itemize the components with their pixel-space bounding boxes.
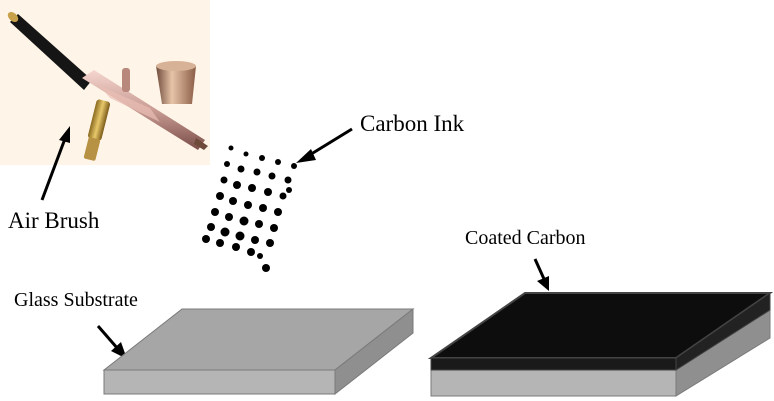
coated-carbon-slab xyxy=(427,292,774,397)
glass-substrate-label: Glass Substrate xyxy=(14,289,138,311)
air-brush-label: Air Brush xyxy=(8,208,100,233)
glass-substrate-slab xyxy=(102,307,415,396)
pointer-arrow-icon xyxy=(96,325,127,359)
carbon-ink-label: Carbon Ink xyxy=(360,111,465,136)
coated-carbon-label: Coated Carbon xyxy=(465,227,586,249)
pointer-arrow-icon xyxy=(533,258,549,291)
pointer-arrow-icon xyxy=(296,127,353,163)
airbrush-icon xyxy=(0,0,210,165)
pointer-arrow-icon xyxy=(40,126,70,201)
ink-droplet-icon xyxy=(202,145,297,272)
